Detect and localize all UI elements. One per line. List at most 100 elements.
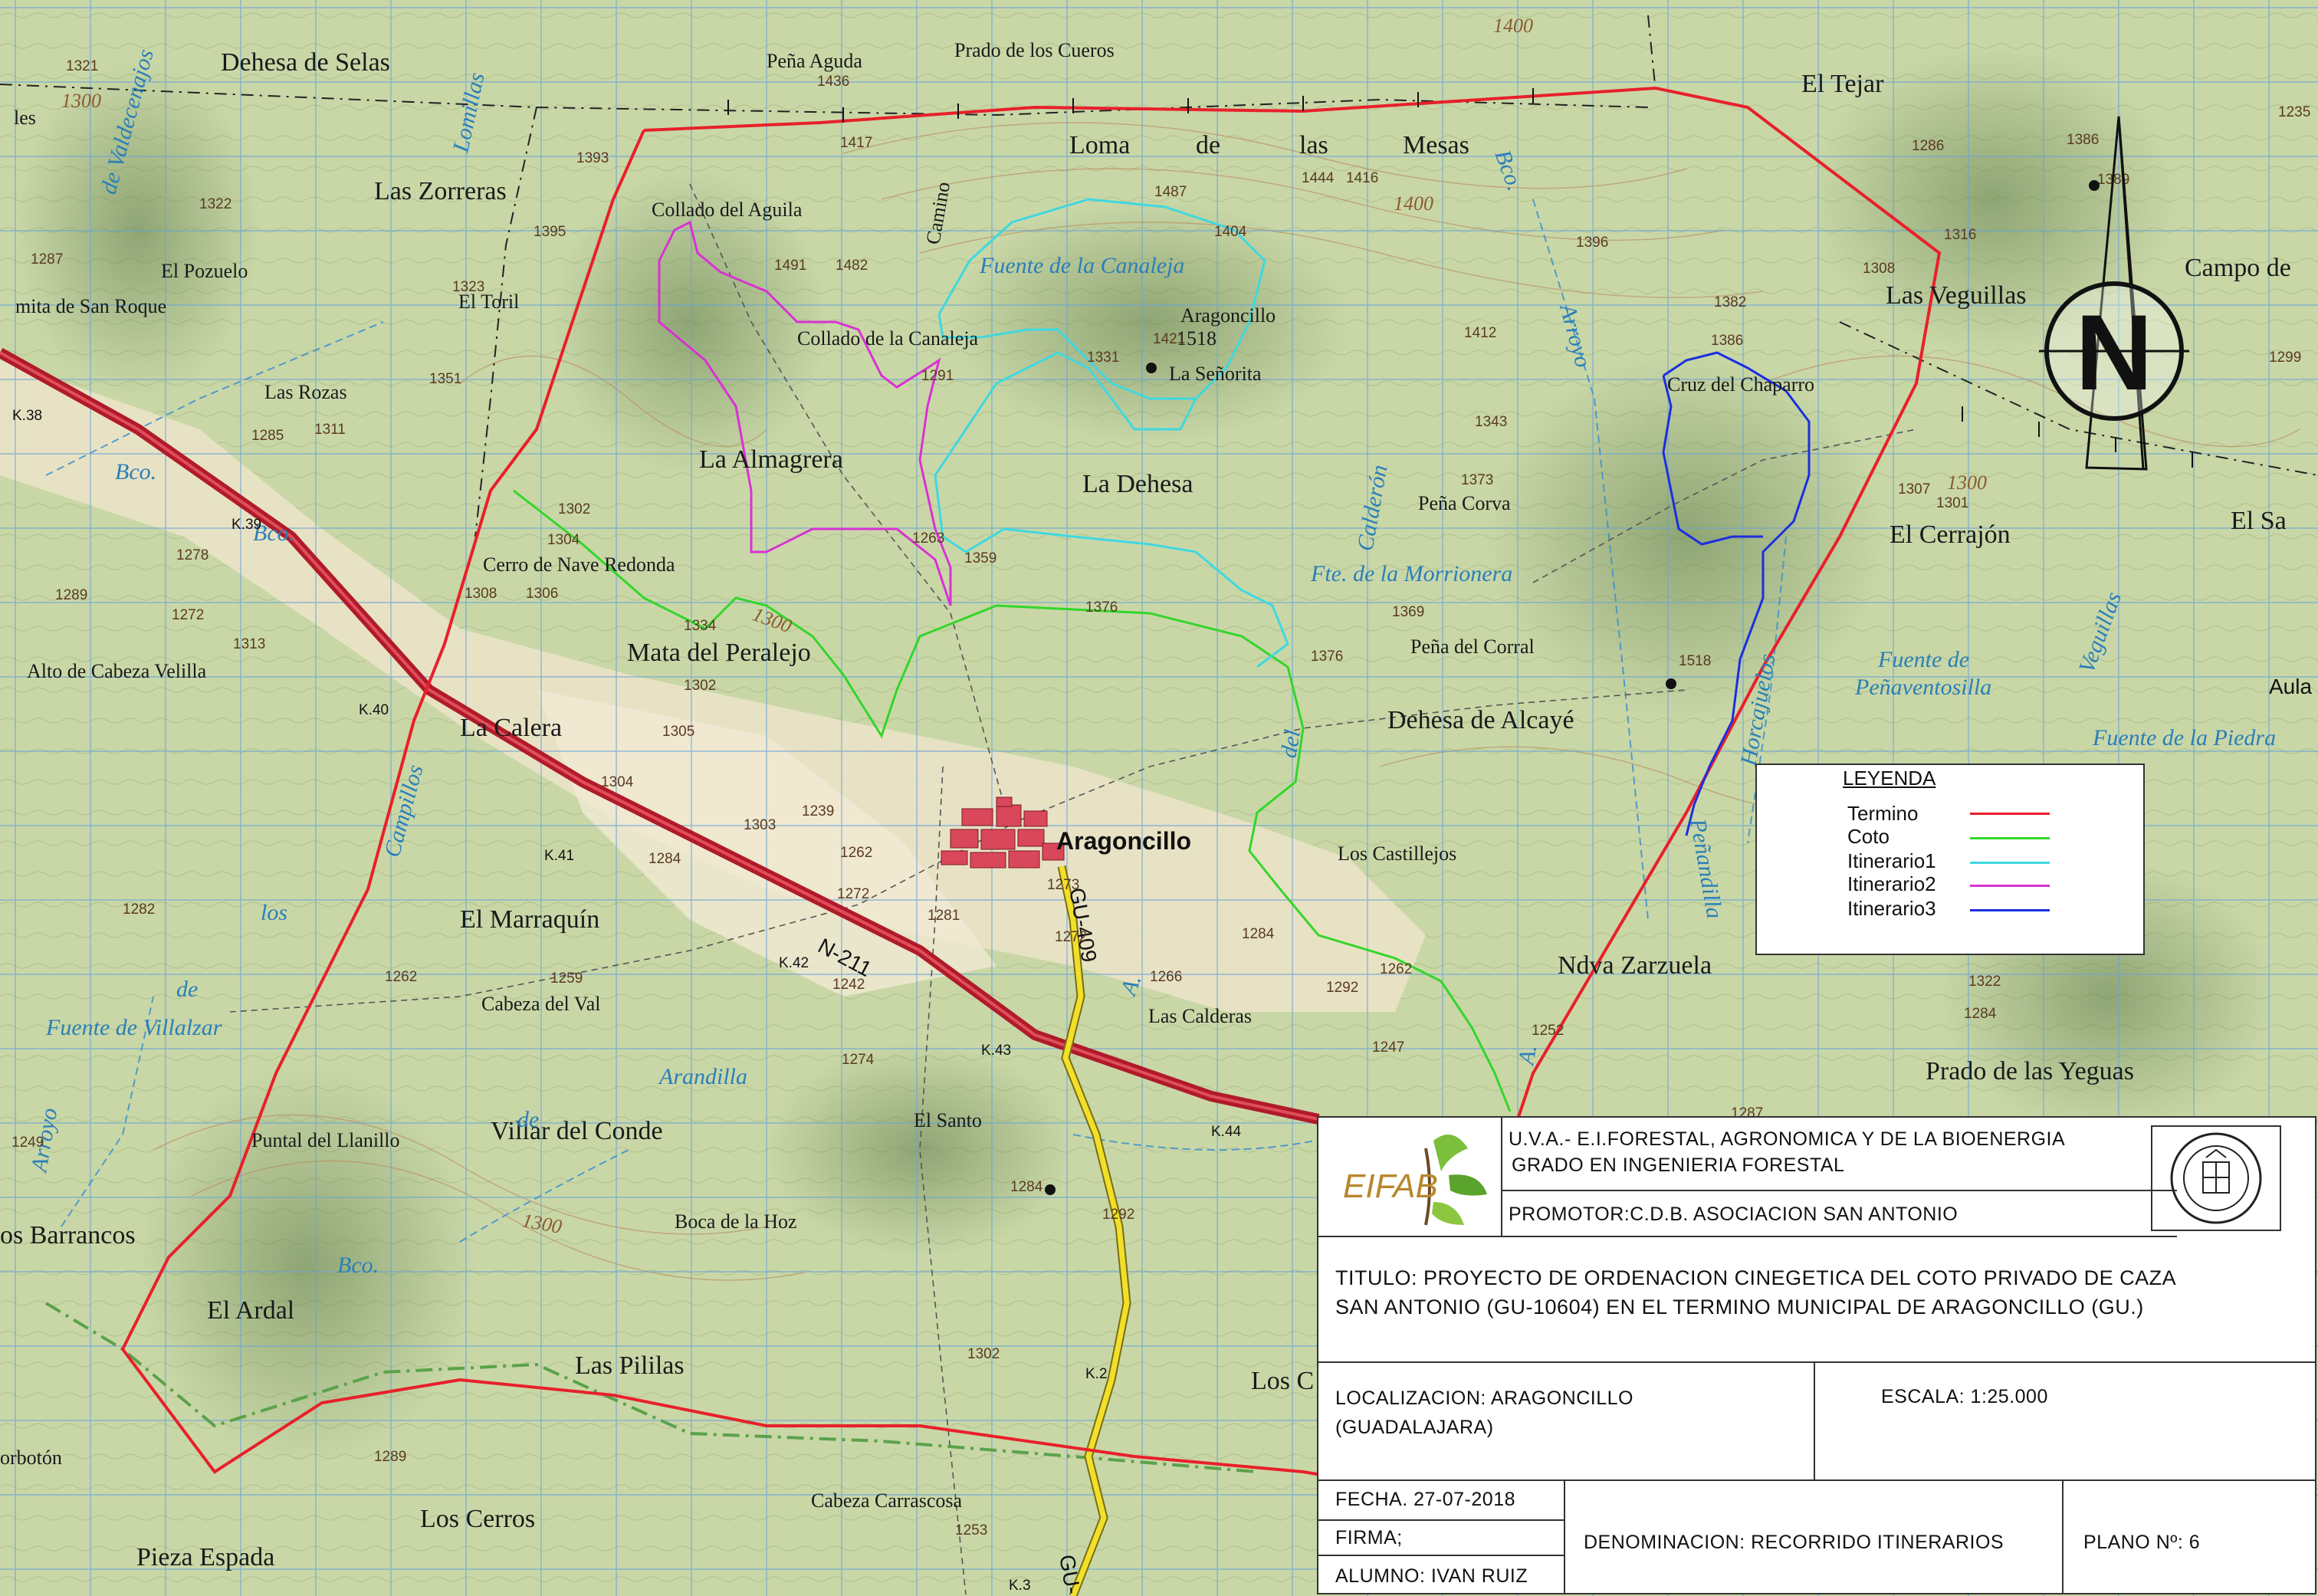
svg-text:Pieza Espada: Pieza Espada (136, 1543, 274, 1571)
svg-text:Peña del Corral: Peña del Corral (1410, 635, 1535, 658)
svg-text:Fuente de la Canaleja: Fuente de la Canaleja (979, 253, 1184, 278)
svg-text:1300: 1300 (61, 90, 101, 112)
itinerario1-route (937, 314, 1196, 400)
spot-elevation: 1262 (1380, 961, 1412, 977)
svg-text:Puntal del Llanillo: Puntal del Llanillo (251, 1129, 400, 1151)
svg-text:Las Calderas: Las Calderas (1148, 1005, 1252, 1027)
school-line1: U.V.A.- E.I.FORESTAL, AGRONOMICA Y DE LA… (1509, 1128, 2066, 1150)
university-seal-icon (2170, 1132, 2262, 1224)
svg-text:Aragoncillo: Aragoncillo (1056, 827, 1191, 855)
spot-elevation: 1306 (526, 586, 558, 602)
spot-elevation: 1369 (1392, 604, 1424, 620)
svg-text:Aragoncillo: Aragoncillo (1180, 304, 1276, 327)
svg-text:El Ardal: El Ardal (207, 1296, 294, 1325)
n211-highway-inner (0, 351, 1319, 1121)
spot-elevation: 1284 (648, 851, 681, 867)
spot-elevation: 1281 (928, 908, 960, 924)
svg-text:Fuente de: Fuente de (1877, 647, 1969, 672)
summit-markers (1045, 180, 2100, 1195)
svg-text:Peña Corva: Peña Corva (1418, 492, 1511, 514)
svg-text:los: los (261, 900, 287, 925)
svg-text:K.3: K.3 (1009, 1578, 1031, 1594)
svg-text:Dehesa de Selas: Dehesa de Selas (221, 48, 390, 77)
spot-elevation: 1386 (1711, 333, 1743, 349)
svg-text:Bco.: Bco. (253, 521, 294, 546)
svg-text:Fuente de Villalzar: Fuente de Villalzar (45, 1015, 222, 1040)
spot-elevation: 1302 (967, 1346, 1000, 1362)
seal-cell (2151, 1125, 2281, 1231)
svg-text:K.38: K.38 (12, 408, 42, 424)
localizacion-divider (1318, 1479, 2315, 1481)
legend-line-itinerario1 (1970, 862, 2050, 864)
spot-elevation: 1262 (840, 845, 872, 861)
spot-elevation: 1386 (2067, 132, 2099, 148)
spot-elevation: 1421 (1153, 331, 1185, 347)
spot-elevation: 1396 (1576, 235, 1608, 251)
localizacion-line1: LOCALIZACION: ARAGONCILLO (1335, 1387, 1633, 1409)
svg-text:Cerro de Nave Redonda: Cerro de Nave Redonda (483, 553, 675, 576)
promotor-text: PROMOTOR:C.D.B. ASOCIACION SAN ANTONIO (1509, 1204, 1958, 1225)
svg-text:de: de (517, 1107, 539, 1132)
spot-elevation: 1436 (817, 74, 849, 90)
spot-elevation: 1284 (1010, 1179, 1043, 1195)
spot-elevation: 1444 (1302, 170, 1335, 186)
gu409-road-inner (1059, 865, 1130, 1596)
spot-elevation: 1412 (1464, 325, 1496, 341)
streams (45, 199, 1787, 1243)
spot-elevation: 1291 (921, 368, 954, 384)
svg-text:1400: 1400 (1493, 15, 1533, 37)
legend-line-coto (1970, 837, 2050, 839)
spot-elevation: 1305 (662, 724, 694, 740)
svg-text:Collado de la Canaleja: Collado de la Canaleja (797, 327, 979, 350)
spot-elevation: 1282 (123, 901, 155, 918)
school-cell (1502, 1118, 2177, 1237)
coto-dashdot (44, 1302, 1258, 1473)
spot-elevation: 1278 (176, 547, 208, 563)
svg-text:Mesas: Mesas (1403, 131, 1469, 159)
school-divider (1502, 1190, 2177, 1191)
spot-elevation: 1287 (31, 251, 63, 268)
spot-elevation: 1252 (1532, 1023, 1564, 1039)
svg-text:del: del (1276, 727, 1305, 760)
admin-boundaries (0, 15, 2318, 537)
svg-text:La Dehesa: La Dehesa (1082, 470, 1193, 498)
legend-line-itinerario3 (1970, 909, 2050, 911)
svg-text:Dehesa de Alcayé: Dehesa de Alcayé (1387, 706, 1574, 734)
spot-elevation: 1331 (1087, 350, 1119, 366)
spot-elevation: 1242 (832, 977, 865, 993)
svg-text:El Tejar: El Tejar (1801, 70, 1884, 98)
plano-text: PLANO Nº: 6 (2083, 1532, 2201, 1553)
legend-item-itinerario2: Itinerario2 (1847, 872, 1936, 895)
spot-elevation: 1373 (1461, 472, 1493, 488)
spot-elevation: 1487 (1154, 184, 1187, 200)
spot-elevation: 1416 (1346, 170, 1378, 186)
escala-divider (1814, 1361, 1815, 1479)
spot-elevation: 1393 (576, 150, 609, 166)
titulo-divider (1318, 1361, 2315, 1363)
spot-elevation: 1322 (1968, 974, 2001, 990)
svg-text:orbotón: orbotón (0, 1447, 62, 1469)
alumno-text: ALUMNO: IVAN RUIZ (1335, 1565, 1528, 1587)
svg-text:mita de San Roque: mita de San Roque (15, 295, 166, 317)
svg-text:Peñaventosilla: Peñaventosilla (1854, 675, 1991, 700)
spot-elevation: 1272 (837, 886, 869, 902)
plano-divider (2062, 1479, 2064, 1593)
spot-elevation: 1321 (66, 58, 98, 74)
svg-text:Prado de los Cueros: Prado de los Cueros (954, 39, 1115, 61)
spot-elevation: 1262 (385, 969, 417, 985)
spot-elevation: 1286 (1912, 138, 1944, 154)
localizacion-line2: (GUADALAJARA) (1335, 1417, 1494, 1438)
svg-text:1300: 1300 (1947, 471, 1987, 494)
spot-elevation: 1417 (840, 135, 872, 151)
svg-text:El Marraquín: El Marraquín (460, 905, 599, 934)
svg-text:Bco.: Bco. (115, 459, 156, 484)
svg-text:EIFAB: EIFAB (1343, 1167, 1438, 1205)
spot-elevation: 1289 (374, 1449, 406, 1465)
escala-text: ESCALA: 1:25.000 (1881, 1386, 2048, 1407)
coto-route (513, 489, 1512, 1112)
spot-elevation: 1308 (1863, 261, 1895, 277)
spot-elevation: 1304 (601, 774, 634, 790)
spot-elevation: 1284 (1964, 1006, 1997, 1022)
spot-elevation: 1518 (1679, 653, 1711, 669)
itinerario1-route (934, 198, 1289, 668)
